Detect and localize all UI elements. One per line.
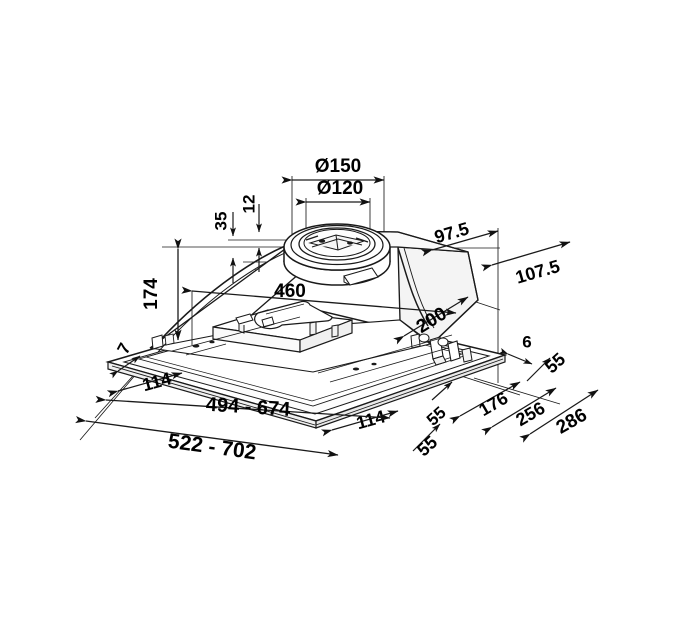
dim-collar-height: 35 — [211, 212, 237, 283]
dim-rim-thickness-right: 6 — [498, 332, 533, 365]
collar-height-label: 35 — [211, 212, 230, 231]
motor-post-right — [309, 321, 317, 336]
duct-collar-tab — [343, 267, 379, 286]
non-return-flap — [305, 234, 369, 251]
left-mount-bracket — [151, 333, 175, 350]
motor-post-right2 — [331, 324, 339, 338]
canopy-ridge-arc — [151, 239, 301, 350]
duct-outlet-collar — [283, 223, 391, 286]
flange-offset-label: 12 — [239, 195, 258, 214]
tray-detail-lines — [171, 316, 453, 383]
duct-collar-tab-edge — [343, 276, 351, 286]
duct-inner-diameter-label: Ø120 — [317, 178, 363, 199]
body-height-label: 174 — [141, 278, 162, 310]
dim-flange-offset: 12 — [239, 195, 263, 272]
motor-clip-left-post — [238, 324, 245, 334]
dim-duct-inner-diameter: Ø120 — [295, 178, 371, 206]
bracket-d — [461, 347, 473, 363]
body-top-width-label: 460 — [274, 281, 306, 302]
duct-outer-diameter-label: Ø150 — [315, 156, 361, 177]
bracket-knob-2 — [437, 337, 449, 347]
dim-body-height: 174 — [141, 238, 182, 341]
dim-duct-outer-diameter: Ø150 — [281, 156, 385, 184]
rim-thickness-right-label: 6 — [522, 332, 531, 351]
bracket-a-foot — [432, 355, 447, 366]
